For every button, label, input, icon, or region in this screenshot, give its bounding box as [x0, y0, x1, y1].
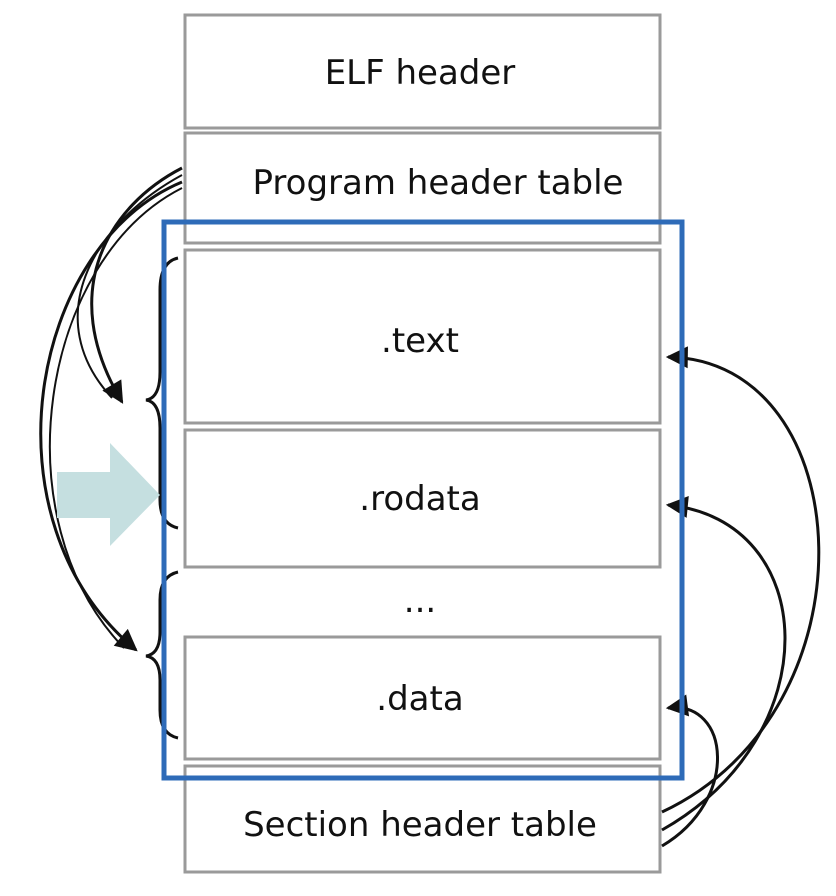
program-header-table-segment: Program header table	[183, 131, 662, 245]
program-header-arrow-to-upper-segment	[90, 166, 183, 404]
highlight-frame	[161, 219, 685, 781]
pointer-arrow-icon	[57, 443, 160, 546]
rodata-section-label: .rodata	[359, 479, 480, 519]
ellipsis-label: ...	[404, 581, 436, 621]
program-header-arrow-to-lower-segment	[39, 180, 183, 652]
elf-header-label: ELF header	[325, 53, 516, 93]
section-header-arrow-to-data	[661, 694, 719, 848]
section-header-table-label: Section header table	[243, 805, 597, 845]
elf-header-segment: ELF header	[183, 13, 662, 130]
text-section-segment: .text	[183, 248, 662, 425]
program-header-table-label: Program header table	[253, 163, 624, 203]
rodata-section-segment: .rodata	[183, 428, 662, 569]
segment-brace-upper	[145, 256, 179, 530]
text-section-label: .text	[381, 321, 459, 361]
data-section-label: .data	[376, 679, 463, 719]
section-header-table-segment: Section header table	[183, 764, 662, 874]
section-header-arrow-to-rodata	[661, 496, 787, 832]
data-section-segment: .data	[183, 635, 662, 761]
segment-brace-lower	[145, 570, 179, 740]
section-header-arrow-to-text	[661, 346, 821, 814]
